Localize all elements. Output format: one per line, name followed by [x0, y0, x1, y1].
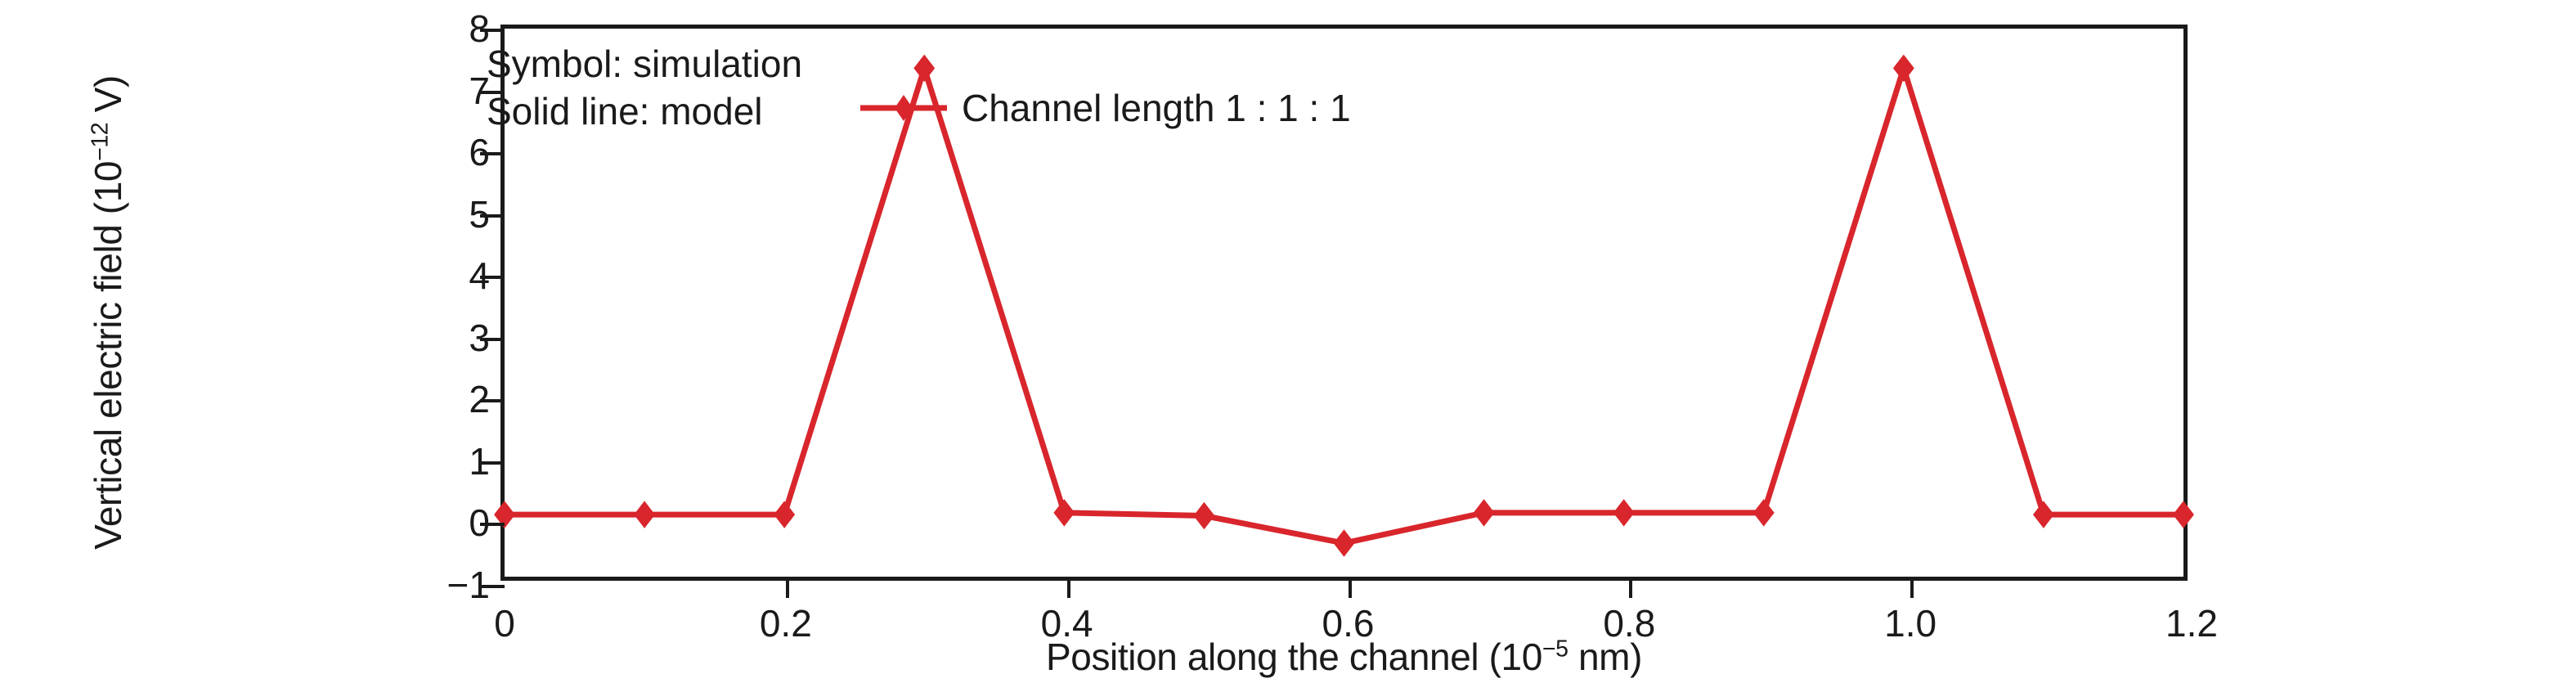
- data-point-marker: [494, 501, 515, 528]
- series-line: [505, 68, 2183, 543]
- x-tick: [1348, 577, 1352, 598]
- data-point-marker: [1053, 499, 1075, 527]
- x-tick: [785, 577, 789, 598]
- y-tick: [480, 276, 505, 280]
- y-tick: [480, 152, 505, 156]
- y-axis-title: Vertical electric field (10−12 V): [86, 18, 130, 607]
- data-point-marker: [634, 501, 656, 528]
- x-tick-label: 1.2: [2165, 602, 2218, 645]
- x-tick-label: 0.4: [1040, 602, 1093, 645]
- x-tick-label: 0.2: [759, 602, 812, 645]
- x-tick: [1629, 577, 1633, 598]
- x-tick-label: 0: [494, 602, 515, 645]
- annotation-block: Symbol: simulation Solid line: model: [487, 41, 802, 136]
- x-tick-label: 0.6: [1322, 602, 1375, 645]
- annotation-solid-line: Solid line: model: [487, 89, 763, 133]
- y-tick-label: 7: [469, 69, 490, 112]
- x-axis-title-exponent: −5: [1542, 636, 1568, 663]
- legend: Channel length 1 : 1 : 1: [859, 86, 1351, 130]
- x-axis-title: Position along the channel (10−5 nm): [500, 635, 2188, 679]
- data-point-marker: [2173, 501, 2194, 528]
- annotation-symbol: Symbol: simulation: [487, 43, 803, 85]
- y-tick-label: 8: [469, 7, 490, 50]
- legend-marker-icon: [859, 92, 949, 124]
- y-tick-label: −1: [447, 564, 490, 606]
- x-tick: [1910, 577, 1914, 598]
- y-tick-label: 2: [469, 378, 490, 421]
- data-point-marker: [774, 501, 796, 528]
- data-point-marker: [1613, 499, 1635, 527]
- x-tick-label: 1.0: [1884, 602, 1937, 645]
- y-tick: [480, 90, 505, 94]
- legend-label: Channel length 1 : 1 : 1: [962, 87, 1351, 129]
- y-tick: [480, 213, 505, 218]
- x-axis-title-pre: Position along the channel (10: [1045, 636, 1542, 678]
- series-layer: [494, 54, 2194, 557]
- y-tick: [480, 585, 505, 588]
- y-tick: [480, 399, 505, 403]
- y-axis-title-post: V): [87, 75, 129, 123]
- y-tick: [480, 337, 505, 341]
- data-point-marker: [2032, 501, 2054, 528]
- x-tick-label: 0.8: [1603, 602, 1656, 645]
- data-point-marker: [1752, 499, 1775, 527]
- y-axis-title-pre: Vertical electric field (10: [87, 160, 129, 550]
- data-point-marker: [1473, 499, 1495, 527]
- y-axis-title-exponent: −12: [87, 122, 114, 161]
- y-tick-label: 5: [469, 192, 490, 236]
- data-point-marker: [1193, 501, 1215, 530]
- x-axis-title-post: nm): [1568, 636, 1642, 678]
- y-tick-label: 6: [469, 131, 490, 174]
- y-tick: [480, 523, 505, 527]
- x-tick: [1066, 577, 1070, 598]
- data-point-marker: [1892, 54, 1914, 83]
- y-tick-label: 4: [469, 254, 490, 298]
- y-tick: [480, 29, 505, 32]
- data-point-marker: [913, 54, 936, 83]
- y-tick: [480, 461, 505, 465]
- data-point-marker: [1333, 529, 1355, 557]
- y-tick-label: 0: [469, 501, 490, 545]
- y-tick-label: 1: [469, 439, 490, 483]
- y-tick-label: 3: [469, 316, 490, 359]
